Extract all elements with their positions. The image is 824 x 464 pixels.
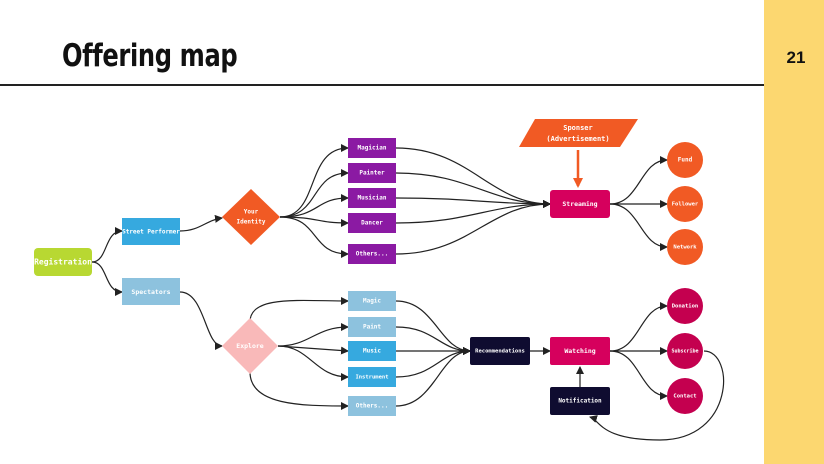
edge-explore-others (249, 371, 349, 410)
network-label: Network (673, 245, 697, 251)
edge-registration-spectators (91, 261, 123, 296)
node-dancer: Dancer (348, 213, 396, 233)
contact-label: Contact (673, 394, 696, 400)
streaming-label: Streaming (562, 200, 597, 208)
painter-label: Painter (359, 170, 385, 177)
others-categories-label: Others... (356, 403, 389, 410)
edge-musician-streaming (395, 197, 551, 208)
edge-spectators-explore (179, 291, 223, 350)
edge-street-performer-identity (179, 214, 223, 232)
edge-explore-instrument (277, 345, 349, 381)
street-performer-label: Street Performer (122, 229, 180, 236)
others-roles-label: Others... (356, 251, 389, 258)
edge-registration-street-performer (91, 227, 123, 263)
sponsor-label-line1: Sponser (563, 124, 593, 132)
node-others-roles: Others... (348, 244, 396, 264)
title-divider (0, 84, 764, 86)
edge-subscribe-notification (589, 350, 724, 441)
edge-watching-contact (609, 350, 668, 400)
edge-identity-dancer (279, 216, 349, 227)
explore-label: Explore (236, 342, 263, 350)
node-follower: Follower (667, 186, 703, 222)
node-donation: Donation (667, 288, 703, 324)
page-number: 21 (786, 48, 806, 67)
node-subscribe: Subscribe (667, 333, 703, 369)
paint-label: Paint (363, 324, 381, 331)
notification-label: Notification (558, 398, 602, 405)
subscribe-label: Subscribe (671, 349, 698, 355)
node-sponsor: Sponser (Advertisement) (519, 119, 638, 147)
watching-label: Watching (564, 347, 595, 355)
edge-identity-others (279, 216, 349, 258)
music-label: Music (363, 348, 381, 355)
slide-title: Offering map (62, 38, 238, 74)
identity-label-line1: Your (244, 209, 259, 216)
edge-others-recommendations (395, 347, 471, 407)
node-recommendations: Recommendations (470, 337, 530, 365)
instrument-label: Instrument (355, 375, 388, 381)
registration-label: Registration (34, 257, 92, 267)
offering-map-diagram: Registration Street Performer Spectators… (34, 119, 724, 441)
node-notification: Notification (550, 387, 610, 415)
node-watching: Watching (550, 337, 610, 365)
node-fund: Fund (667, 142, 703, 178)
node-music: Music (348, 341, 396, 361)
sponsor-label-line2: (Advertisement) (546, 135, 609, 143)
edge-paint-recommendations (395, 326, 471, 355)
edge-magician-streaming (395, 147, 551, 208)
yellow-side-panel (764, 0, 824, 464)
edge-explore-music (277, 345, 349, 355)
follower-label: Follower (672, 202, 699, 208)
node-painter: Painter (348, 163, 396, 183)
edge-dancer-streaming (395, 200, 551, 224)
identity-label-line2: Identity (237, 219, 266, 226)
edge-streaming-network (609, 203, 668, 251)
node-registration: Registration (34, 248, 92, 276)
edge-watching-donation (609, 302, 668, 352)
dancer-label: Dancer (361, 220, 383, 227)
edge-magic-recommendations (395, 300, 471, 355)
node-explore: Explore (222, 318, 278, 374)
node-paint: Paint (348, 317, 396, 337)
edge-identity-painter (279, 169, 349, 218)
node-network: Network (667, 229, 703, 265)
edge-painter-streaming (395, 172, 551, 208)
edge-explore-magic (249, 296, 349, 323)
edge-instrument-recommendations (395, 347, 471, 378)
recommendations-label: Recommendations (475, 349, 525, 355)
node-streaming: Streaming (550, 190, 610, 218)
node-magic: Magic (348, 291, 396, 311)
node-street-performer: Street Performer (122, 218, 180, 245)
connectors (91, 144, 724, 441)
magician-label: Magician (358, 145, 387, 152)
node-contact: Contact (667, 378, 703, 414)
donation-label: Donation (672, 304, 699, 310)
edge-identity-musician (279, 194, 349, 218)
node-others-categories: Others... (348, 396, 396, 416)
node-magician: Magician (348, 138, 396, 158)
node-your-identity: Your Identity (222, 189, 280, 245)
edge-streaming-fund (609, 156, 668, 205)
spectators-label: Spectators (131, 288, 170, 296)
magic-label: Magic (363, 298, 381, 305)
edge-explore-paint (277, 323, 349, 347)
node-instrument: Instrument (348, 367, 396, 387)
node-musician: Musician (348, 188, 396, 208)
edge-others-streaming (395, 200, 551, 255)
musician-label: Musician (358, 195, 387, 202)
fund-label: Fund (678, 157, 693, 164)
node-spectators: Spectators (122, 278, 180, 305)
edge-identity-magician (279, 144, 349, 218)
